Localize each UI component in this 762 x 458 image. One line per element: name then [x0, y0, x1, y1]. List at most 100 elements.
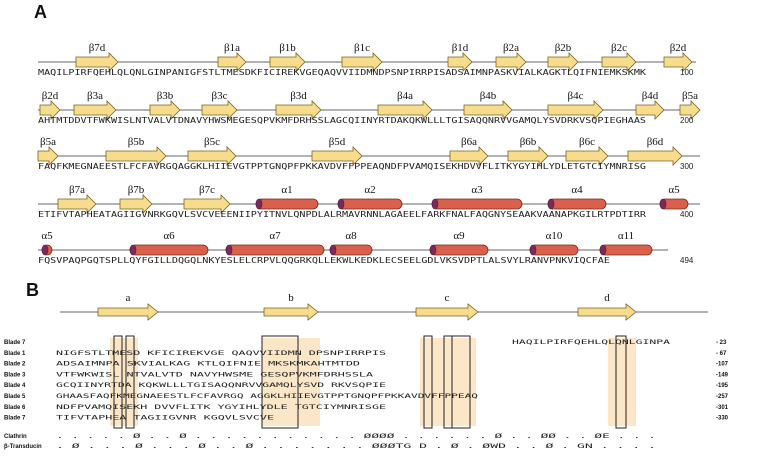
secondary-structure-label: β3d — [290, 90, 307, 102]
blade-name: Blade 2 — [4, 362, 26, 368]
strand-label: c — [445, 292, 450, 304]
secondary-structure-label: β2d — [42, 90, 59, 102]
secondary-structure-label: α9 — [453, 230, 465, 242]
strand-arrow-a — [97, 303, 159, 321]
footer-sequence: . . . . . Ø . . Ø . . . . . . . . . . . … — [56, 432, 656, 440]
beta-strand-arrow — [311, 146, 363, 166]
alpha-helix-cap — [429, 244, 437, 256]
panel-b-label: B — [26, 280, 39, 300]
alpha-helix-cap — [547, 198, 555, 210]
blade-sequence: NIGFSTLTMESD KFICIREKVGE QAQVVIIDMN DPSN… — [56, 350, 386, 357]
residue-number: 100 — [680, 68, 694, 77]
alpha-helix-cap — [529, 244, 537, 256]
secondary-structure-label: α4 — [571, 184, 583, 196]
blade-end-number: -195 — [716, 383, 729, 389]
secondary-structure-label: α5 — [41, 230, 53, 242]
blade-sequence: NDFPVAMQISEKH DVVFLITK YGYIHLYDLE TGTCIY… — [56, 404, 386, 411]
blade-name: Blade 7 — [4, 340, 26, 346]
beta-strand-arrow — [495, 52, 527, 72]
secondary-structure-label: α3 — [471, 184, 483, 196]
secondary-structure-label: β6d — [647, 136, 664, 148]
secondary-structure-label: β6a — [461, 136, 477, 148]
secondary-structure-label: β2a — [503, 42, 519, 54]
blade-end-number: -149 — [716, 372, 729, 378]
conserved-region-shade — [420, 338, 476, 426]
secondary-structure-label: β7c — [199, 184, 215, 196]
blade-sequence: GHAASFAQFKMEGNAEESTLFCFAVRGQ AGGKLHIIEVG… — [56, 393, 478, 400]
strand-arrow-c — [415, 303, 479, 321]
beta-strand-arrow — [183, 194, 231, 214]
secondary-structure-label: β1b — [279, 42, 296, 54]
alpha-helix-cylinder — [337, 198, 403, 210]
conserved-column-box — [261, 335, 299, 429]
blade-end-number: -107 — [716, 362, 729, 368]
alpha-helix-cap — [329, 244, 337, 256]
conserved-region-shade — [608, 338, 636, 426]
secondary-structure-label: β1a — [224, 42, 240, 54]
sequence-text: FAQFKMEGNAEESTLFCFAVRGQAGGKLHIIEVGTPPTGN… — [38, 162, 647, 171]
blade-end-number: -257 — [716, 394, 729, 400]
secondary-structure-label: β4c — [568, 90, 584, 102]
secondary-structure-label: α10 — [546, 230, 563, 242]
alpha-helix-cylinder — [599, 244, 653, 256]
alpha-helix-cap — [599, 244, 607, 256]
alpha-helix-cylinder — [255, 198, 319, 210]
blade-name: Blade 5 — [4, 394, 26, 400]
alpha-helix-cylinder — [547, 198, 607, 210]
alpha-helix-cap — [337, 198, 345, 210]
alpha-helix-cylinder — [431, 198, 523, 210]
alpha-helix-cap — [431, 198, 439, 210]
secondary-structure-label: β1d — [452, 42, 469, 54]
strand-label: a — [126, 292, 131, 304]
sequence-text: ETIFVTAPHEATAGIIGVNRKGQVLSVCVEEENIIPYITN… — [38, 210, 647, 219]
residue-number: 494 — [680, 256, 694, 265]
beta-strand-arrow — [57, 194, 97, 214]
blade-sequence: HAQILPIRFQEHLQLQNLGINPA — [512, 339, 670, 346]
secondary-structure-label: β5a — [682, 90, 698, 102]
strand-arrow-d — [577, 303, 637, 321]
blade-name: Blade 6 — [4, 405, 26, 411]
alpha-helix-cap — [659, 198, 667, 210]
beta-strand-arrow — [201, 100, 238, 120]
alpha-helix-cap — [255, 198, 263, 210]
beta-strand-arrow — [269, 52, 306, 72]
beta-strand-arrow — [679, 100, 701, 120]
beta-strand-arrow — [463, 100, 513, 120]
panel-a-label: A — [34, 2, 47, 22]
blade-sequence: VTFWKWISL NTVALVTD NAVYHWSME GESQPVKMFDR… — [56, 371, 374, 378]
conserved-column-box — [113, 335, 123, 429]
beta-strand-arrow — [73, 100, 117, 120]
beta-strand-arrow — [105, 146, 167, 166]
secondary-structure-label: α11 — [618, 230, 634, 242]
beta-strand-arrow — [547, 100, 604, 120]
sequence-text: AHTMTDDVTFWKWISLNTVALVTDNAVYHWSMEGESQPVK… — [38, 116, 647, 125]
secondary-structure-label: β1c — [354, 42, 370, 54]
secondary-structure-label: β2b — [555, 42, 572, 54]
alpha-helix-cylinder — [429, 244, 489, 256]
blade-name: Blade 3 — [4, 372, 26, 378]
secondary-structure-label: β4d — [642, 90, 659, 102]
footer-name: β-Transducin — [4, 444, 42, 450]
residue-number: 200 — [680, 116, 694, 125]
residue-number: 300 — [680, 162, 694, 171]
alpha-helix-cap — [41, 244, 49, 256]
secondary-structure-label: β7d — [89, 42, 106, 54]
secondary-structure-label: β5c — [204, 136, 220, 148]
beta-strand-arrow — [565, 146, 609, 166]
beta-strand-arrow — [187, 146, 237, 166]
footer-name: Clathrin — [4, 434, 27, 440]
beta-strand-arrow — [275, 100, 322, 120]
beta-strand-arrow — [119, 194, 153, 214]
blade-end-number: -330 — [716, 416, 729, 422]
secondary-structure-label: β2d — [670, 42, 687, 54]
beta-strand-arrow — [37, 146, 59, 166]
blade-end-number: - 67 — [716, 351, 727, 357]
alpha-helix-cap — [225, 244, 233, 256]
conserved-region-shade — [110, 338, 138, 426]
secondary-structure-label: α6 — [163, 230, 175, 242]
secondary-structure-label: β6c — [579, 136, 595, 148]
secondary-structure-label: α8 — [345, 230, 357, 242]
beta-strand-arrow — [547, 52, 579, 72]
blade-sequence: TIFVTAPHEA TAGIIGVNR KGQVLSVCVE — [56, 415, 275, 422]
